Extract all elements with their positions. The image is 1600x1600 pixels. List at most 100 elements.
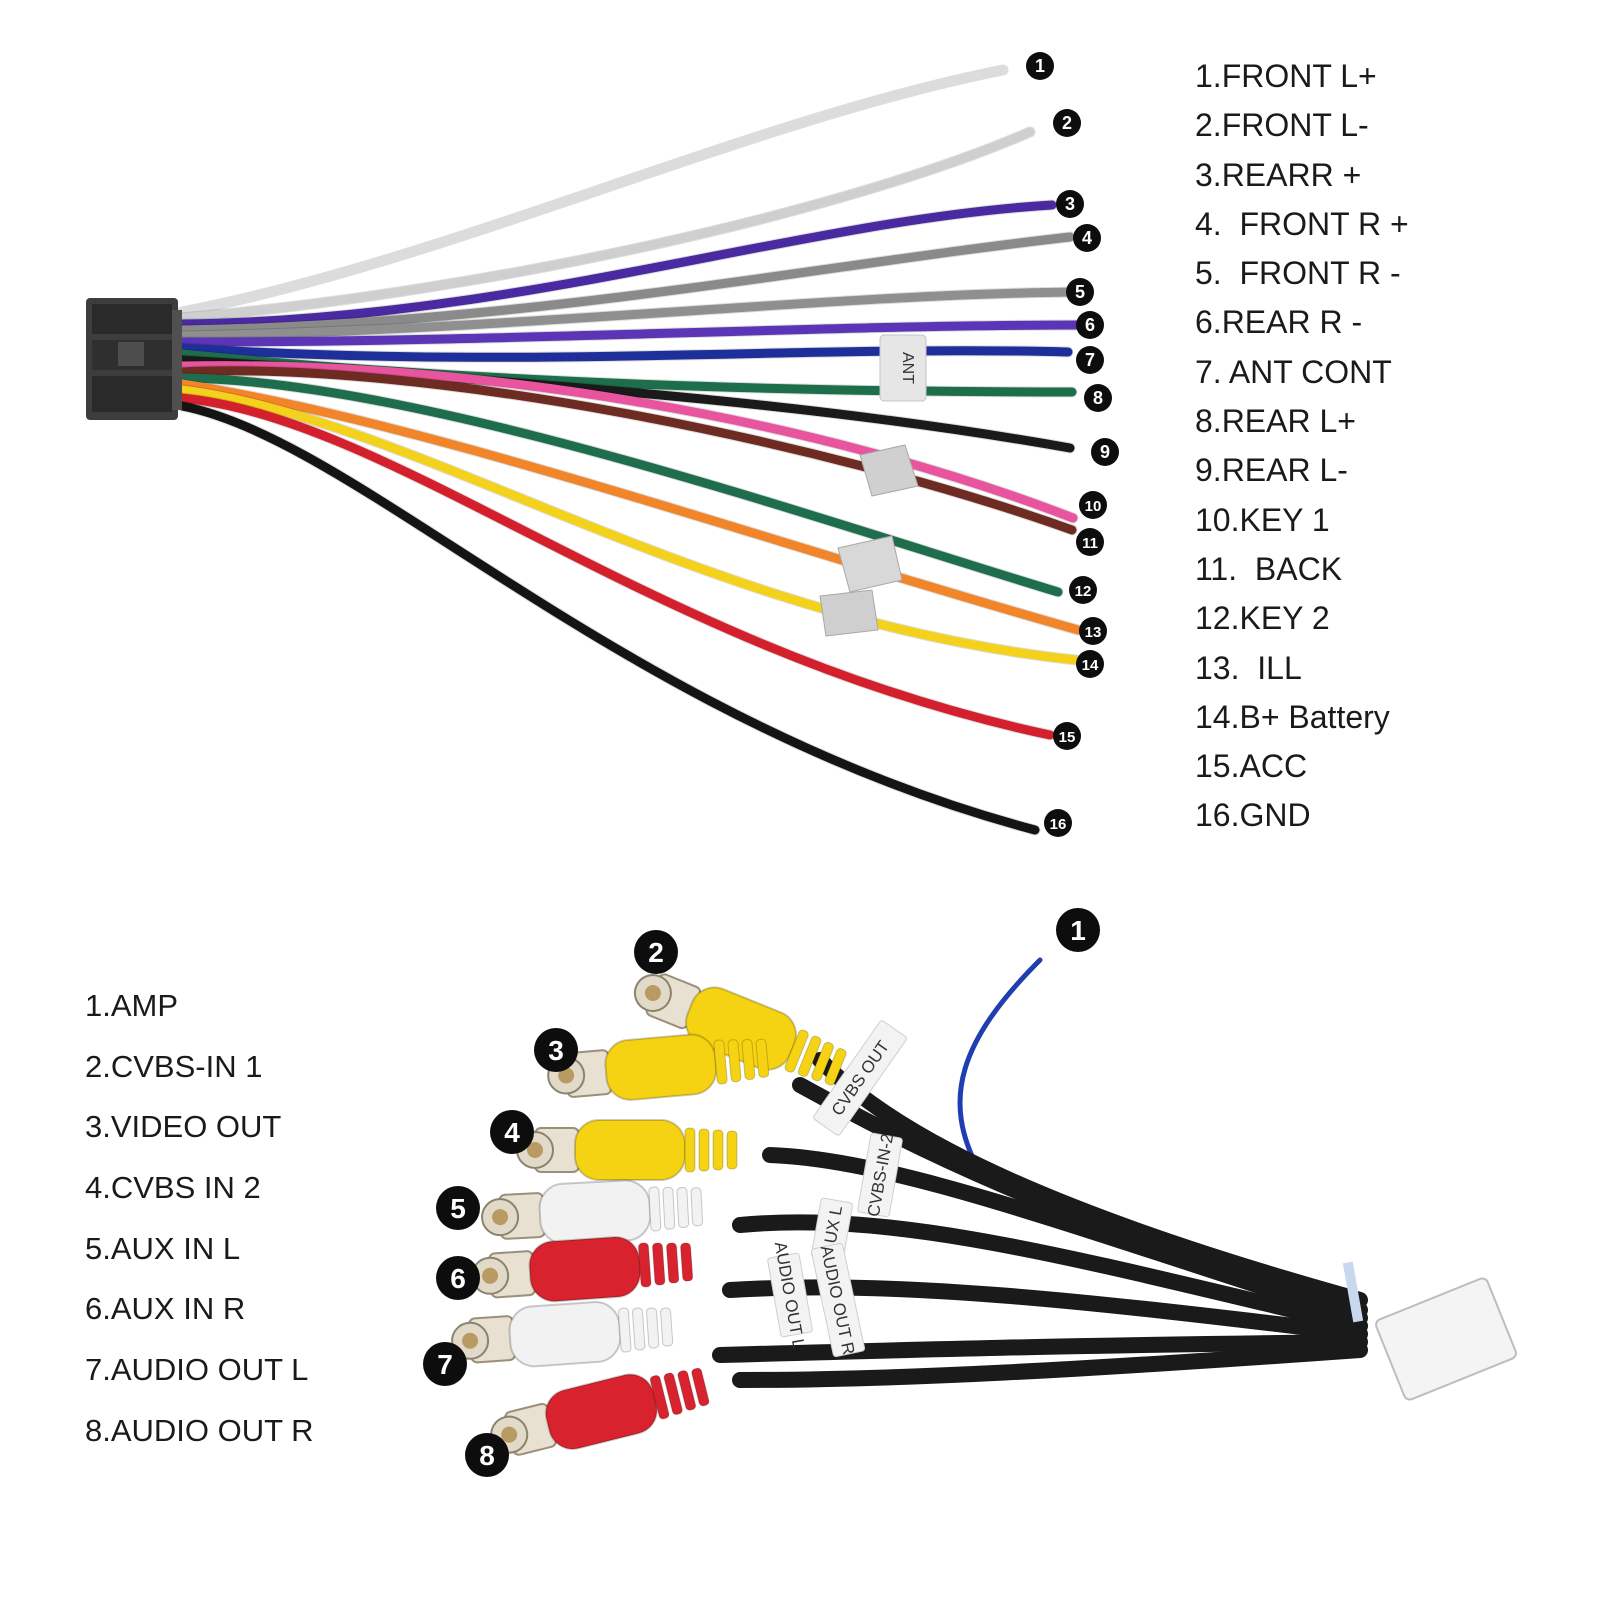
- harness-badge-number: 6: [1085, 315, 1095, 335]
- harness-wire-2: [177, 127, 1035, 323]
- harness-badge-4: 4: [1073, 224, 1101, 252]
- harness-wire-13: [177, 379, 1083, 635]
- rca-item-label: 3.VIDEO OUT: [85, 1109, 282, 1145]
- harness-pin-label: 6.REAR R -: [1195, 304, 1363, 341]
- rca-item-label: 4.CVBS IN 2: [85, 1170, 261, 1206]
- rca-badge-number: 4: [504, 1117, 520, 1148]
- harness-wire-7: [177, 343, 1073, 362]
- harness-pin-label: 11. BACK: [1195, 550, 1343, 587]
- harness-badge-9: 9: [1091, 438, 1119, 466]
- rca-badge-number: 1: [1070, 915, 1086, 946]
- harness-wire-6: [177, 320, 1085, 347]
- harness-badge-number: 9: [1100, 442, 1110, 462]
- harness-pin-label: 10.KEY 1: [1195, 501, 1330, 538]
- harness-badge-number: 5: [1075, 282, 1085, 302]
- harness-wire-3: [177, 200, 1057, 329]
- rca-badge-2: 2: [634, 930, 678, 974]
- rca-cable-1: [957, 957, 1043, 1175]
- harness-badge-12: 12: [1069, 576, 1097, 604]
- rca-badge-8: 8: [465, 1433, 509, 1477]
- harness-badge-7: 7: [1076, 346, 1104, 374]
- harness-pin-label: 13. ILL: [1195, 649, 1302, 686]
- harness-badge-13: 13: [1079, 617, 1107, 645]
- rca-connector-block: [1342, 1261, 1517, 1401]
- harness-badge-6: 6: [1076, 311, 1104, 339]
- harness-pin-label: 15.ACC: [1195, 748, 1308, 785]
- harness-badge-number: 15: [1059, 729, 1076, 746]
- rca-badge-3: 3: [534, 1028, 578, 1072]
- harness-badge-16: 16: [1044, 809, 1072, 837]
- harness-badge-2: 2: [1053, 109, 1081, 137]
- harness-wire-12: [177, 373, 1063, 597]
- harness-badge-number: 10: [1085, 498, 1102, 515]
- harness-badge-number: 14: [1082, 657, 1099, 674]
- harness-badge-number: 13: [1085, 624, 1102, 641]
- harness-badge-3: 3: [1056, 190, 1084, 218]
- rca-badges: 1 2 3 4 5 6 7 8: [423, 908, 1100, 1477]
- rca-badge-1: 1: [1056, 908, 1100, 952]
- rca-badge-number: 6: [450, 1263, 466, 1294]
- rca-badge-number: 8: [479, 1440, 495, 1471]
- harness-wire-1: [177, 65, 1008, 317]
- ant-tag-text: ANT: [899, 352, 916, 384]
- harness-wire-shadow: [176, 392, 1056, 741]
- harness-wire-10: [177, 361, 1078, 523]
- rca-badge-number: 3: [548, 1035, 564, 1066]
- rca-badge-4: 4: [490, 1110, 534, 1154]
- harness-badge-number: 16: [1050, 816, 1067, 833]
- harness-badge-10: 10: [1079, 491, 1107, 519]
- rca-legend: 1.AMP 2.CVBS-IN 1 3.VIDEO OUT 4.CVBS IN 2 5.…: [85, 988, 314, 1474]
- rca-plug-4: [516, 1119, 738, 1181]
- harness-badge-number: 3: [1065, 194, 1075, 214]
- rca-plugs: [451, 973, 847, 1456]
- rca-badge-number: 2: [648, 937, 664, 968]
- rca-badge-7: 7: [423, 1342, 467, 1386]
- harness-pin-label: 14.B+ Battery: [1195, 698, 1390, 735]
- rca-plug-2: [633, 973, 847, 1086]
- rca-cable-8: [732, 1342, 1368, 1388]
- harness-pin-label: 1.FRONT L+: [1195, 58, 1377, 94]
- harness-wire-15: [177, 393, 1055, 740]
- rca-plug-7: [451, 1301, 674, 1368]
- rca-cable-5: [732, 1214, 1368, 1334]
- harness-pin-label: 16.GND: [1195, 797, 1311, 834]
- rca-badge-6: 6: [436, 1256, 480, 1300]
- harness-badge-number: 1: [1035, 56, 1045, 76]
- rca-item-label: 7.AUDIO OUT L: [85, 1352, 309, 1388]
- harness-wire-16: [177, 401, 1040, 835]
- harness-pin-label: 4. FRONT R +: [1195, 205, 1409, 242]
- rca-plug-3: [547, 1033, 770, 1101]
- harness-badge-14: 14: [1076, 650, 1104, 678]
- rca-item-label: 5.AUX IN L: [85, 1230, 241, 1266]
- rca-plug-5: [481, 1179, 704, 1245]
- harness-badge-8: 8: [1084, 384, 1112, 412]
- rca-cable-tag: CVBS-IN-2: [857, 1132, 903, 1218]
- harness-badge-1: 1: [1026, 52, 1054, 80]
- harness-connector: [86, 298, 182, 420]
- harness-wire-11: [177, 366, 1077, 535]
- harness-pin-label: 8.REAR L+: [1195, 403, 1356, 440]
- harness-badge-15: 15: [1053, 722, 1081, 750]
- rca-item-label: 2.CVBS-IN 1: [85, 1048, 263, 1084]
- harness-ant-tag: ANT: [879, 334, 927, 402]
- rca-cable-7: [712, 1334, 1368, 1363]
- rca-badge-number: 5: [450, 1193, 466, 1224]
- harness-wire-5: [177, 287, 1079, 341]
- harness-pin-label: 7. ANT CONT: [1195, 353, 1392, 390]
- rca-cables: [712, 957, 1368, 1388]
- harness-pin-label: 3.REARR +: [1195, 156, 1362, 193]
- rca-item-label: 1.AMP: [85, 988, 179, 1023]
- rca-item-label: 8.AUDIO OUT R: [85, 1412, 314, 1448]
- harness-wire-14: [177, 385, 1081, 665]
- harness-pin-label: 5. FRONT R -: [1195, 255, 1401, 292]
- harness-badge-number: 2: [1062, 113, 1072, 133]
- harness-badge-number: 11: [1082, 535, 1098, 552]
- rca-item-label: 6.AUX IN R: [85, 1291, 246, 1327]
- rca-badge-5: 5: [436, 1186, 480, 1230]
- harness-badge-11: 11: [1076, 528, 1104, 556]
- rca-cable-4: [762, 1147, 1368, 1326]
- harness-badge-5: 5: [1066, 278, 1094, 306]
